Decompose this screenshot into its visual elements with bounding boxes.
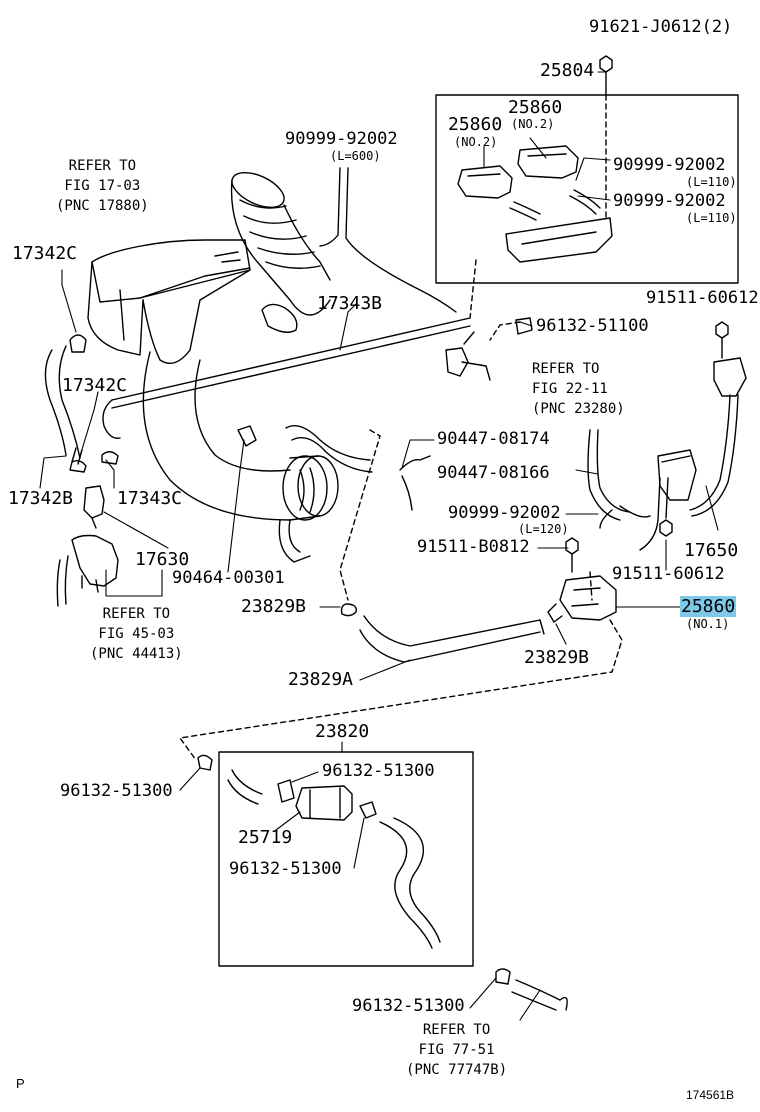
callout-90999-92002-r1[interactable]: 90999-92002: [613, 155, 726, 175]
intake-hose: [230, 171, 331, 333]
vacuum-hose-90999: [319, 167, 457, 313]
callout-17343b[interactable]: 17343B: [317, 293, 383, 314]
page-mark: P: [16, 1076, 25, 1091]
vsv-no2-pair: [457, 145, 613, 263]
resonator-duct: [142, 351, 291, 521]
callout-25804[interactable]: 25804: [540, 60, 595, 81]
callout-17650[interactable]: 17650: [684, 540, 739, 561]
filter-group-box: [218, 751, 474, 967]
refer-line: FIG 45-03: [98, 626, 175, 642]
callout-91511-60612-top[interactable]: 91511-60612: [646, 288, 759, 308]
sensor-17630: [56, 485, 119, 607]
callout-25719[interactable]: 25719: [238, 827, 293, 848]
callout-25860-no2-right[interactable]: 25860: [508, 97, 563, 118]
vsv-17650: [657, 357, 747, 501]
callout-17342c-mid[interactable]: 17342C: [62, 375, 128, 396]
callout-25860-no2-left[interactable]: 25860: [448, 114, 503, 135]
callout-23829b-right[interactable]: 23829B: [524, 647, 590, 668]
callout-96132-51300-d[interactable]: 96132-51300: [352, 996, 465, 1016]
refer-fig-22-11[interactable]: REFER TO FIG 22-11 (PNC 23280): [532, 359, 625, 419]
vacuum-pipe-17343b: [102, 317, 471, 439]
callout-96132-51300-a[interactable]: 96132-51300: [322, 761, 435, 781]
callout-17630[interactable]: 17630: [135, 549, 190, 570]
vsv-no1: [547, 575, 617, 623]
callout-90999-92002-r1-sub: (L=110): [686, 175, 737, 189]
filter-box-parts: [197, 754, 441, 949]
callout-90999-92002-top[interactable]: 90999-92002: [285, 129, 398, 149]
fitting-90464: [237, 425, 373, 563]
callout-17343c[interactable]: 17343C: [117, 488, 183, 509]
duct-clamp-section: [282, 455, 339, 521]
refer-line: REFER TO: [422, 1022, 491, 1038]
callout-17342b[interactable]: 17342B: [8, 488, 74, 509]
callout-25860-no1[interactable]: 25860: [680, 596, 737, 617]
refer-fig-77-51[interactable]: REFER TO FIG 77-51 (PNC 77747B): [406, 1020, 507, 1080]
callout-91621-j0612[interactable]: 91621-J0612(2): [589, 17, 733, 37]
figure-id: 174561B: [686, 1088, 735, 1102]
callout-25860-no1-sub: (NO.1): [686, 617, 730, 631]
callout-23820[interactable]: 23820: [315, 721, 370, 742]
refer-line: (PNC 17880): [56, 198, 149, 214]
callout-90999-92002-r2-sub: (L=110): [686, 211, 737, 225]
bottom-hose: [495, 968, 568, 1011]
refer-fig-17-03[interactable]: REFER TO FIG 17-03 (PNC 17880): [56, 156, 149, 216]
refer-line: FIG 22-11: [532, 381, 608, 397]
callout-23829b-left[interactable]: 23829B: [241, 596, 307, 617]
callout-90999-92002-mid-sub: (L=120): [518, 522, 569, 536]
refer-fig-45-03[interactable]: REFER TO FIG 45-03 (PNC 44413): [90, 604, 183, 664]
refer-line: FIG 77-51: [418, 1042, 495, 1058]
callout-17342c-top[interactable]: 17342C: [12, 243, 78, 264]
callout-90447-08166[interactable]: 90447-08166: [437, 463, 550, 483]
right-vacuum-hoses: [399, 394, 739, 551]
callout-25860-no2-left-sub: (NO.2): [454, 135, 498, 149]
bolts: [565, 55, 729, 573]
callout-90464-00301[interactable]: 90464-00301: [172, 568, 285, 588]
callout-96132-51300-c[interactable]: 96132-51300: [229, 859, 342, 879]
refer-line: (PNC 23280): [532, 401, 625, 417]
vsv-group-box: [435, 94, 739, 284]
refer-line: FIG 17-03: [64, 178, 141, 194]
refer-line: (PNC 44413): [90, 646, 183, 662]
hose-23829a: [340, 603, 545, 663]
callout-91511-60612-bot[interactable]: 91511-60612: [612, 564, 725, 584]
clip-96132-51100: [445, 317, 533, 381]
refer-line: REFER TO: [532, 361, 600, 377]
callout-23829a[interactable]: 23829A: [288, 669, 354, 690]
air-cleaner-housing: [87, 239, 251, 364]
highlighted-part-number: 25860: [680, 596, 737, 617]
callout-90999-92002-mid[interactable]: 90999-92002: [448, 503, 561, 523]
leader-lines: [39, 71, 719, 1021]
callout-90999-92002-r2[interactable]: 90999-92002: [613, 191, 726, 211]
callout-91511-b0812[interactable]: 91511-B0812: [417, 537, 530, 557]
refer-line: REFER TO: [68, 158, 137, 174]
callout-96132-51300-b[interactable]: 96132-51300: [60, 781, 173, 801]
refer-line: (PNC 77747B): [406, 1062, 508, 1078]
callout-90999-92002-top-sub: (L=600): [330, 149, 381, 163]
callout-90447-08174[interactable]: 90447-08174: [437, 429, 550, 449]
callout-96132-51100[interactable]: 96132-51100: [536, 316, 649, 336]
callout-25860-no2-right-sub: (NO.2): [511, 117, 555, 131]
refer-line: REFER TO: [102, 606, 171, 622]
